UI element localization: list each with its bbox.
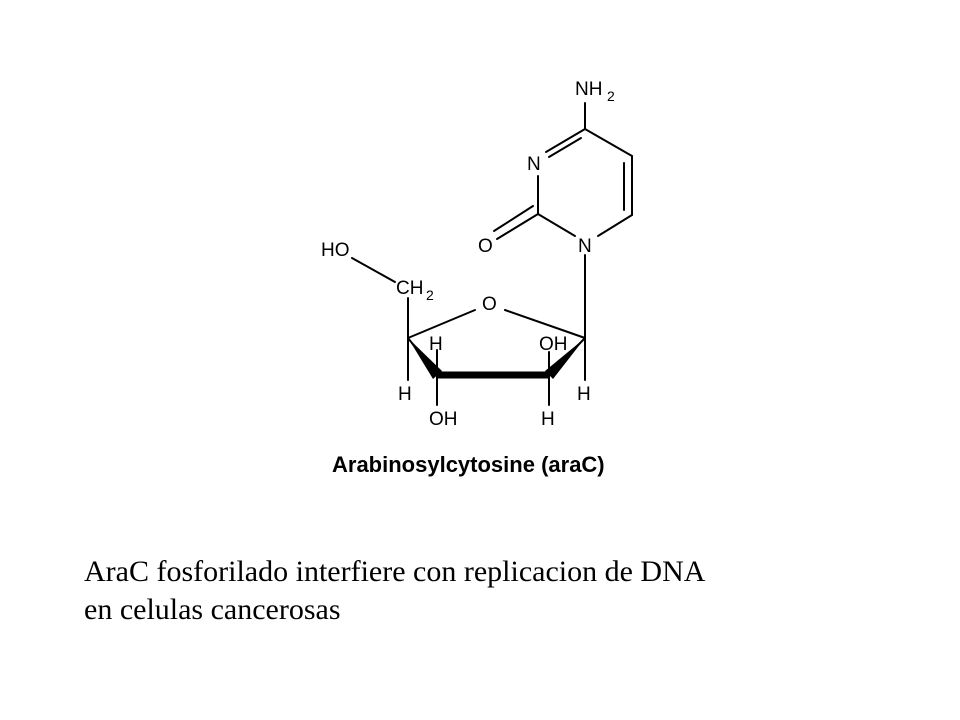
cytosine-ring [493, 102, 633, 339]
atom-labels: NH 2 N N O HO CH 2 O H OH H OH H H [321, 79, 615, 430]
body-text-line-2: en celulas cancerosas [84, 593, 341, 626]
ring-n3-label: N [527, 154, 541, 175]
bond-c2-o [496, 213, 539, 240]
bond-c4-n3-double [548, 137, 582, 158]
carbonyl-o-label: O [478, 236, 493, 257]
nh2-subscript: 2 [607, 88, 615, 104]
h-c4prime-down-label: H [398, 384, 412, 405]
slide-body-text: AraC fosforilado interfiere con replicac… [84, 553, 884, 629]
bond-c4prime-o [407, 309, 476, 339]
ch2-label: CH [396, 278, 423, 299]
oh-c2prime-up-label: OH [539, 334, 568, 355]
ch2-subscript: 2 [426, 287, 434, 303]
h-c1prime-down-label: H [577, 384, 591, 405]
ring-o-label: O [482, 294, 497, 315]
bond-o-c1prime [504, 309, 586, 339]
bond-n1-c2 [537, 213, 576, 237]
body-text-line-1: AraC fosforilado interfiere con replicac… [84, 555, 706, 588]
nh2-label: NH [575, 79, 602, 100]
bond-ho-ch2 [351, 257, 396, 283]
structure-caption: Arabinosylcytosine (araC) [332, 452, 605, 477]
bond-c4-n3 [545, 128, 586, 153]
oh-c3prime-down-label: OH [429, 409, 458, 430]
arabinose-ring [351, 257, 586, 406]
wedge-c1prime [545, 338, 585, 379]
bond-c2-o-double [493, 205, 534, 232]
ho-label: HO [321, 240, 350, 261]
bond-c6-n1 [597, 214, 633, 237]
h-c3prime-up-label: H [429, 334, 443, 355]
wedge-c4prime [408, 338, 442, 379]
h-c2prime-down-label: H [541, 409, 555, 430]
bond-c4-c5 [584, 128, 633, 157]
ring-n1-label: N [578, 236, 592, 257]
